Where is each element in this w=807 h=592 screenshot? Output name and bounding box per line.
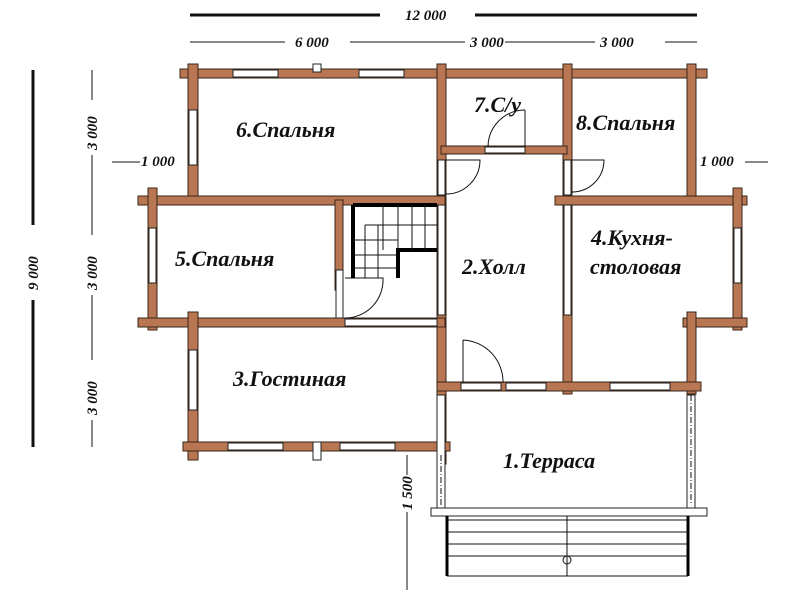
room-label-bedroom6: 6.Спальня: [236, 117, 335, 142]
doors: [344, 109, 605, 384]
room-label-living: 3.Гостиная: [232, 366, 346, 391]
dim-total-width: 12 000: [405, 8, 447, 24]
dim-terrace-depth: 1 500: [400, 476, 416, 510]
room-label-bedroom8: 8.Спальня: [576, 110, 675, 135]
dim-depth-bottom: 3 000: [85, 381, 101, 416]
stairs: [351, 203, 437, 278]
room-label-kitchen-line2: столовая: [590, 254, 681, 279]
room-label-terrace: 1.Терраса: [503, 448, 595, 473]
dimension-lines: [31, 13, 768, 590]
terrace-steps: [445, 516, 690, 577]
dim-depth-mid: 3 000: [85, 256, 101, 291]
dim-width-mid: 3 000: [469, 35, 504, 51]
room-label-hall: 2.Холл: [461, 254, 526, 279]
dim-width-right: 3 000: [599, 35, 634, 51]
dim-offset-right: 1 000: [700, 154, 734, 170]
dim-offset-left: 1 000: [141, 154, 175, 170]
room-label-bedroom5: 5.Спальня: [175, 246, 274, 271]
room-label-kitchen-line1: 4.Кухня-: [590, 225, 673, 250]
dim-total-depth: 9 000: [26, 256, 42, 290]
windows: [148, 63, 742, 461]
room-label-bathroom: 7.С/у: [474, 92, 521, 117]
dim-width-left: 6 000: [295, 35, 329, 51]
terrace-railing: [430, 394, 708, 517]
dim-depth-top: 3 000: [85, 116, 101, 151]
